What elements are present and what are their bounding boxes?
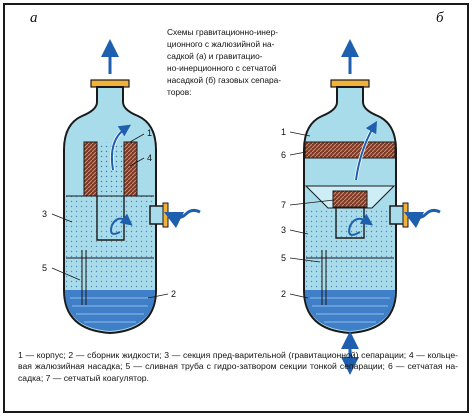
drain-pipe-b [321,250,327,305]
flow-swirl-arrow-b [348,213,373,236]
flow-swirl-arrow-a [110,213,133,235]
leader-5-b [289,257,321,263]
flow-up-arrow-a [110,124,131,171]
leader-3-a [51,213,73,223]
louver-packing-right-a [123,141,138,197]
gravity-section-b [306,208,394,290]
panel-label-b: б [436,10,444,26]
leader-3-b [289,229,309,235]
inlet-flange-b [402,202,409,228]
top-flange-b [330,79,370,88]
gas-inlet-arrow-b [403,208,441,229]
louver-packing-left-a [83,141,98,197]
liquid-waves-b [310,297,390,323]
top-flange-a [90,79,130,88]
leader-2-a [147,293,169,299]
separator-b: 1 6 7 3 5 2 [281,39,441,375]
partitions-a [66,195,154,259]
inlet-nozzle-a [149,205,165,225]
callout-4-a: 4 [147,153,152,163]
liquid-a [65,290,155,331]
leader-5-a [51,267,81,281]
leader-4-a [129,157,145,167]
callout-7-b: 7 [281,200,286,210]
leader-7-b [289,199,335,206]
mesh-coalescer-b [332,190,368,208]
figure-border [3,3,469,413]
callout-3-b: 3 [281,225,286,235]
callout-1-a: 1 [147,128,152,138]
callout-2-a: 2 [171,289,176,299]
panel-label-a: а [30,10,38,26]
callout-5-b: 5 [281,253,286,263]
callout-5-a: 5 [42,263,47,273]
flow-up-arrow-b [355,120,378,181]
inlet-nozzle-b [389,205,405,225]
gas-inlet-arrow-a [163,208,201,229]
callout-2-b: 2 [281,289,286,299]
callout-6-b: 6 [281,150,286,160]
leader-1-b [289,131,311,137]
leader-2-b [289,293,309,299]
callout-3-a: 3 [42,209,47,219]
callout-1-b: 1 [281,127,286,137]
liquid-b [305,290,395,331]
leader-6-b [289,151,307,156]
gravity-section-a [66,196,154,290]
separator-a: 1 4 3 5 2 [42,39,201,335]
figure-legend: 1 — корпус; 2 — сборник жидкости; 3 — се… [18,350,458,383]
packing-core-a [97,142,124,196]
inlet-flange-a [162,202,169,228]
mesh-packing-b [304,141,396,159]
figure-title: Схемы гравитационно-инер- ционного с жал… [167,27,282,97]
drain-pipe-a [81,250,87,305]
liquid-waves-a [70,297,150,323]
leader-1-a [129,133,145,143]
